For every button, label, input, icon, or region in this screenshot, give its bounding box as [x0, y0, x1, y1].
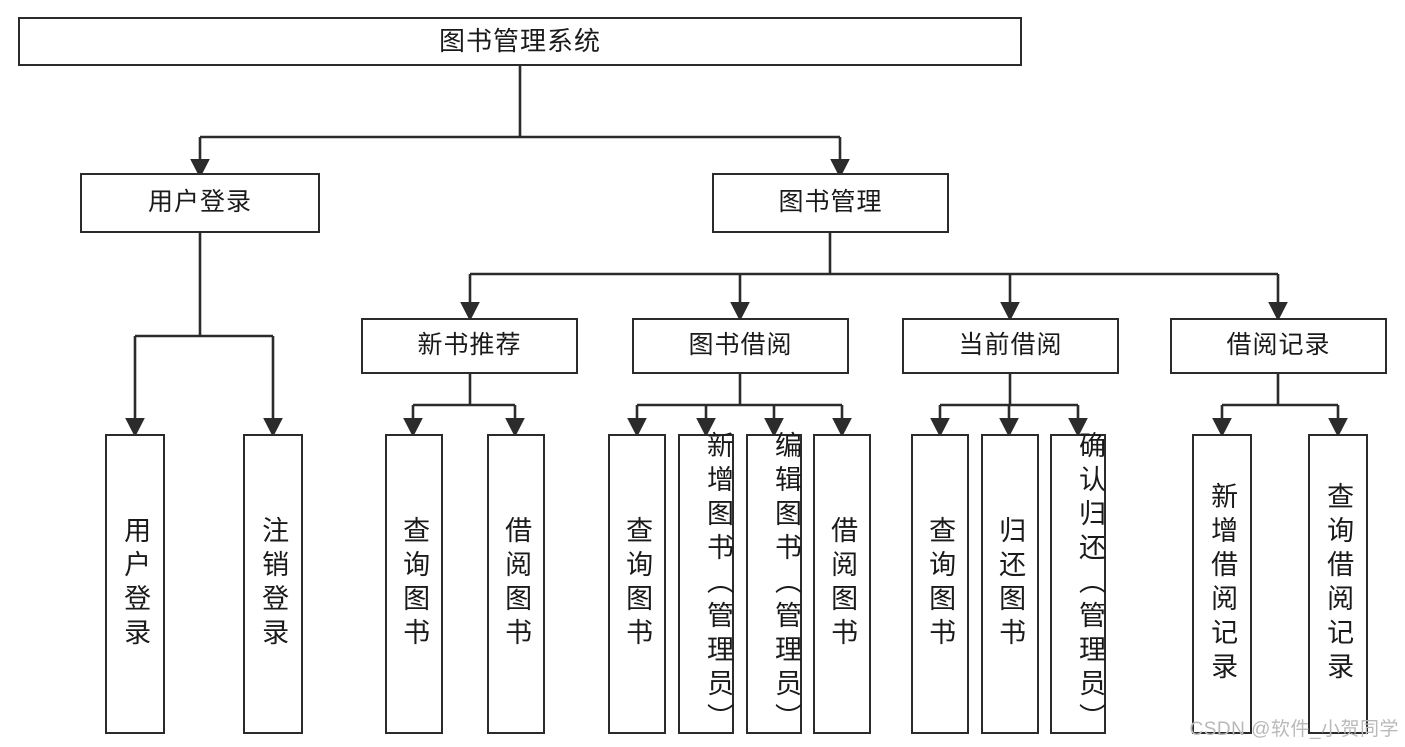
node-label: 新增借阅记录: [1207, 482, 1238, 686]
node-book-management[interactable]: 图书管理: [712, 173, 949, 233]
node-current-borrow[interactable]: 当前借阅: [902, 318, 1119, 374]
node-label: 查询借阅记录: [1323, 482, 1354, 686]
leaf-borrow-add-book-admin[interactable]: 新增图书（管理员）: [678, 431, 734, 737]
node-label: 借阅图书: [827, 516, 858, 652]
node-label: 借阅记录: [1226, 331, 1331, 360]
leaf-current-return-book[interactable]: 归还图书: [981, 434, 1039, 734]
leaf-borrow-edit-book-admin[interactable]: 编辑图书（管理员）: [746, 431, 802, 737]
leaf-record-query-record[interactable]: 查询借阅记录: [1308, 434, 1368, 734]
node-label: 用户登录: [147, 188, 252, 217]
node-label: 查询图书: [925, 516, 956, 652]
node-root-system[interactable]: 图书管理系统: [18, 17, 1022, 66]
leaf-user-login[interactable]: 用户登录: [105, 434, 165, 734]
leaf-record-add-record[interactable]: 新增借阅记录: [1192, 434, 1252, 734]
leaf-recommend-borrow-book[interactable]: 借阅图书: [487, 434, 545, 734]
node-new-book-recommend[interactable]: 新书推荐: [361, 318, 578, 374]
node-user-login[interactable]: 用户登录: [80, 173, 320, 233]
leaf-current-query-book[interactable]: 查询图书: [911, 434, 969, 734]
leaf-user-logout[interactable]: 注销登录: [243, 434, 303, 734]
node-label: 用户登录: [120, 516, 151, 652]
leaf-current-confirm-return-admin[interactable]: 确认归还（管理员）: [1050, 431, 1106, 737]
node-label: 查询图书: [622, 516, 653, 652]
node-label: 当前借阅: [958, 331, 1063, 360]
node-label: 归还图书: [995, 516, 1026, 652]
node-label: 编辑图书（管理员）: [771, 431, 801, 737]
leaf-recommend-query-book[interactable]: 查询图书: [385, 434, 443, 734]
node-label: 新增图书（管理员）: [703, 431, 733, 737]
node-label: 借阅图书: [501, 516, 532, 652]
node-label: 新书推荐: [417, 331, 522, 360]
node-label: 注销登录: [258, 516, 289, 652]
leaf-borrow-borrow-book[interactable]: 借阅图书: [813, 434, 871, 734]
node-label: 查询图书: [399, 516, 430, 652]
node-book-borrow[interactable]: 图书借阅: [632, 318, 849, 374]
node-label: 确认归还（管理员）: [1075, 431, 1105, 737]
node-label: 图书借阅: [688, 331, 793, 360]
watermark-text: CSDN @软件_小贺同学: [1189, 719, 1399, 740]
leaf-borrow-query-book[interactable]: 查询图书: [608, 434, 666, 734]
node-label: 图书管理系统: [438, 26, 601, 57]
node-label: 图书管理: [778, 188, 883, 217]
node-borrow-record[interactable]: 借阅记录: [1170, 318, 1387, 374]
